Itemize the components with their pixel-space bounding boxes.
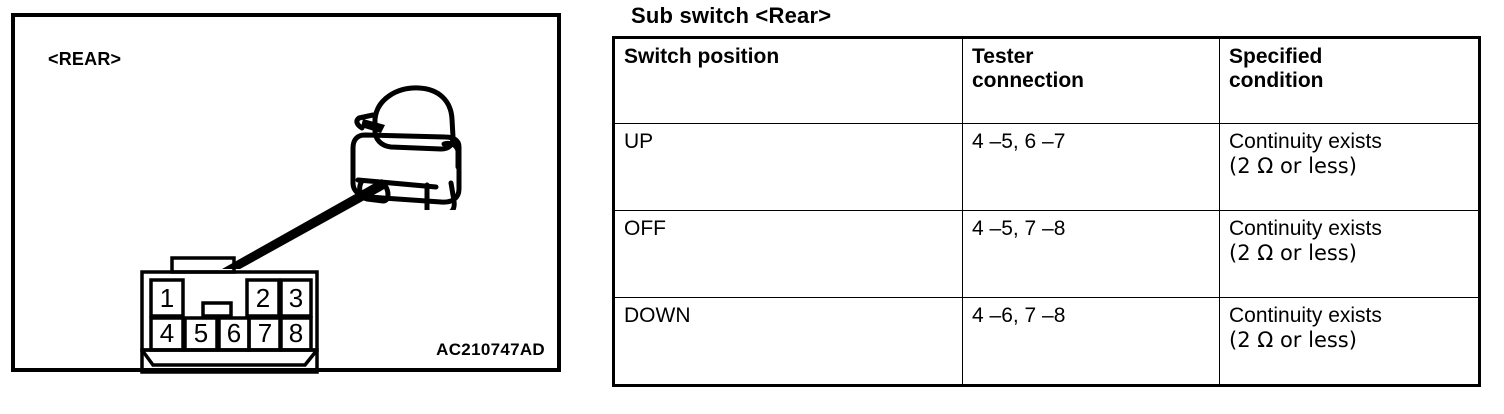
header-line: Specified [1229,45,1323,68]
condition-line-2: (2 Ω or less) [1229,328,1357,353]
cell-switch-position: UP [613,123,963,211]
header-line: Tester [972,45,1034,68]
cell-specified-condition: Continuity exists (2 Ω or less) [1219,210,1480,298]
cell-switch-position: DOWN [613,297,963,386]
cell-tester-connection: 4 –5, 7 –8 [962,210,1220,298]
table-row: DOWN 4 –6, 7 –8 Continuity exists (2 Ω o… [613,297,1480,386]
condition-line-1: Continuity exists [1229,217,1382,240]
part-number-label: AC210747AD [436,340,545,359]
spec-table-section: Sub switch <Rear> Switch position Tester… [612,0,1481,414]
condition-line-2: (2 Ω or less) [1229,241,1357,266]
table-header-row: Switch position Tester connection Specif… [613,37,1480,124]
connector-pin-8: 8 [289,318,303,348]
connector-pin-5: 5 [194,318,208,348]
header-line: condition [1229,69,1324,93]
view-label-rear: <REAR> [48,49,122,69]
table-title: Sub switch <Rear> [631,3,832,28]
connector-pin-4: 4 [160,318,174,348]
connector-pin-3: 3 [289,283,303,313]
condition-line-2: (2 Ω or less) [1229,154,1357,179]
pointer-wedge-icon [222,179,388,269]
connector-pin-2: 2 [256,283,270,313]
connector-pin-6: 6 [227,318,241,348]
table-row: UP 4 –5, 6 –7 Continuity exists (2 Ω or … [613,123,1480,211]
header-line: Switch position [624,45,780,68]
specification-table: Switch position Tester connection Specif… [612,36,1481,387]
connector-icon: 1 2 3 4 5 6 7 8 [140,256,319,374]
column-header-tester-connection: Tester connection [962,37,1220,124]
header-line: connection [972,69,1085,93]
diagram-panel: <REAR> [11,13,561,374]
cell-tester-connection: 4 –5, 6 –7 [962,123,1220,211]
cell-switch-position: OFF [613,210,963,298]
column-header-switch-position: Switch position [613,37,963,124]
connector-pin-7: 7 [258,318,272,348]
cell-specified-condition: Continuity exists (2 Ω or less) [1219,297,1480,386]
table-row: OFF 4 –5, 7 –8 Continuity exists (2 Ω or… [613,210,1480,298]
connector-pin-1: 1 [160,283,174,313]
cell-specified-condition: Continuity exists (2 Ω or less) [1219,123,1480,211]
column-header-specified-condition: Specified condition [1219,37,1480,124]
condition-line-1: Continuity exists [1229,130,1382,153]
cell-tester-connection: 4 –6, 7 –8 [962,297,1220,386]
condition-line-1: Continuity exists [1229,304,1382,327]
